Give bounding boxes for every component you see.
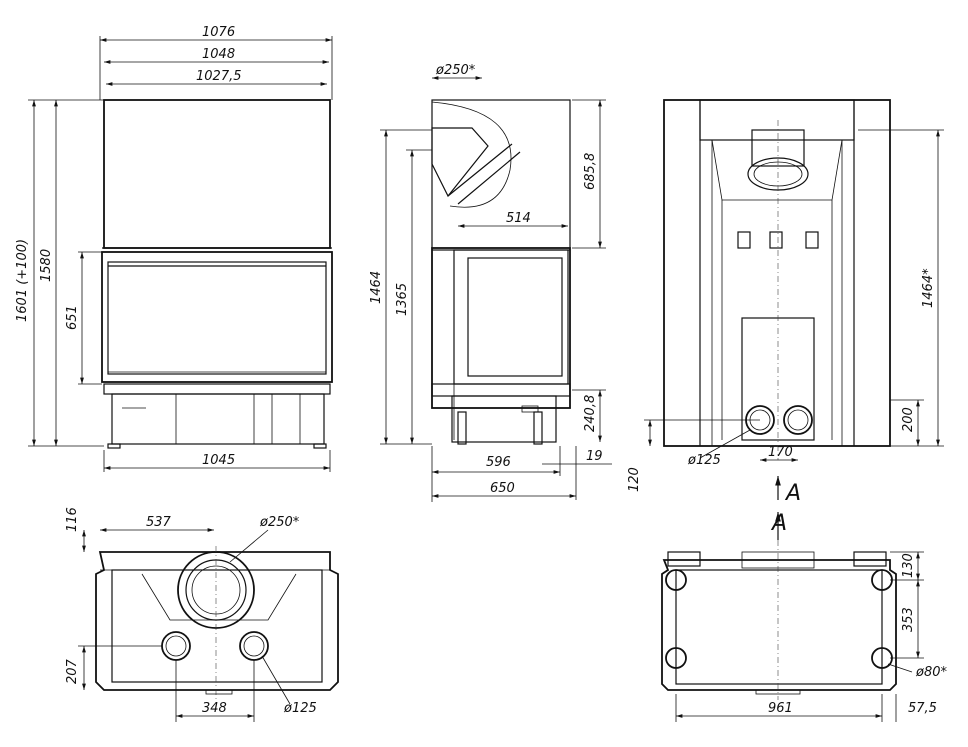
bottom-mid-height: 353	[901, 607, 916, 632]
bottom-edge: 57,5	[908, 701, 937, 716]
side-total-height: 1464	[369, 271, 384, 304]
rear-outlet-height: 200	[901, 407, 916, 432]
rear-height: 1464*	[921, 268, 936, 308]
bottom-top-height: 130	[901, 553, 916, 578]
top-flue-diameter: ø250*	[259, 515, 300, 530]
bottom-view: A 130 353 ø80* 961 57,5	[661, 511, 947, 722]
top-outlet-diameter: ø125	[283, 701, 317, 716]
front-base-width: 1045	[202, 453, 235, 468]
rear-view-arrow-label: A	[784, 481, 801, 506]
front-width-mid: 1048	[202, 47, 235, 62]
top-outlet-spacing: 348	[202, 701, 227, 716]
side-offset: 19	[586, 449, 603, 464]
side-base-depth: 596	[486, 455, 511, 470]
front-height-main: 1580	[39, 249, 54, 282]
side-hood-height: 685,8	[583, 153, 598, 190]
rear-view: 1464* 200 120 ø125 170 A	[627, 99, 944, 506]
front-height-door: 651	[65, 305, 80, 330]
side-low-height: 240,8	[583, 395, 598, 432]
rear-outlet-diameter: ø125	[687, 453, 721, 468]
front-width-total: 1076	[202, 25, 235, 40]
bottom-foot-diameter: ø80*	[915, 665, 947, 680]
side-view: ø250* 514 685,8 240,8	[369, 63, 612, 502]
top-left-height: 207	[65, 658, 80, 684]
side-total-depth: 650	[490, 481, 515, 496]
side-body-height: 1365	[395, 283, 410, 316]
side-flue-diameter: ø250*	[435, 63, 476, 78]
front-view: 1076 1048 1027,5 1601 (+100) 1580 651	[15, 25, 333, 472]
bottom-width: 961	[768, 701, 793, 716]
front-width-inner: 1027,5	[196, 69, 242, 84]
top-view: 537 ø250* 116 207 348 ø125	[65, 507, 339, 722]
front-height-total: 1601 (+100)	[15, 239, 30, 322]
rear-ground-height: 120	[627, 467, 642, 492]
rear-outlet-gap: 170	[768, 445, 793, 460]
top-depth: 116	[65, 507, 80, 532]
top-offset: 537	[146, 515, 172, 530]
side-hood-depth: 514	[506, 211, 531, 226]
